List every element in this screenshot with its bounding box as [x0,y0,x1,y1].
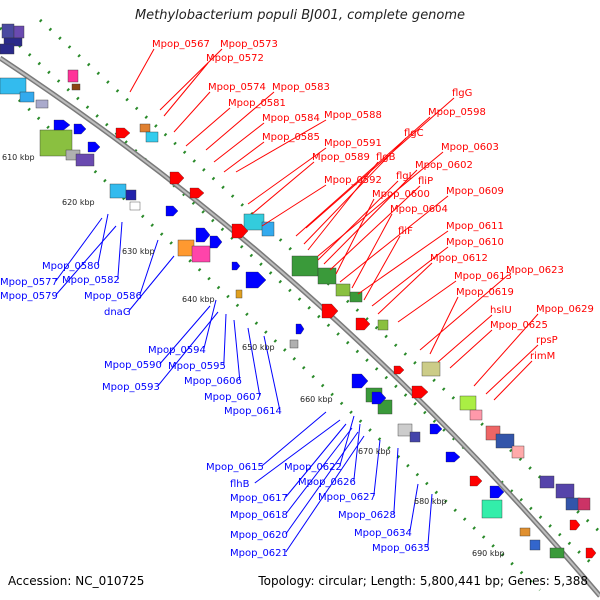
reverse-gene-label: Mpop_0586 [84,291,142,302]
forward-gene-label: Mpop_0625 [490,320,548,331]
gene-features [0,23,597,559]
kbp-tick-label: 620 kbp [62,198,95,207]
forward-gene-label: rpsP [536,335,558,346]
reverse-gene-label: Mpop_0614 [224,406,282,417]
forward-gene-label: fliF [398,226,413,237]
forward-gene-label: Mpop_0592 [324,175,382,186]
reverse-gene-label: Mpop_0634 [354,528,412,539]
reverse-gene-label: Mpop_0580 [42,261,100,272]
reverse-gene-label: Mpop_0627 [318,492,376,503]
reverse-gene-label: Mpop_0594 [148,345,206,356]
forward-gene-label: Mpop_0598 [428,107,486,118]
forward-gene-label: Mpop_0567 [152,39,210,50]
reverse-gene-label: flhB [230,479,250,490]
forward-gene-label: Mpop_0589 [312,152,370,163]
reverse-gene-label: dnaG [104,307,131,318]
forward-gene-label: fliP [418,176,433,187]
map-title: Methylobacterium populi BJ001, complete … [134,8,466,23]
forward-gene-label: Mpop_0600 [372,189,430,200]
forward-gene-label: flgB [376,152,396,163]
reverse-gene-label: Mpop_0593 [102,382,160,393]
reverse-gene-label: Mpop_0615 [206,462,264,473]
reverse-gene-label: Mpop_0595 [168,361,226,372]
forward-gene-label: flgC [404,128,424,139]
forward-gene-label: Mpop_0602 [415,160,473,171]
forward-gene-label: Mpop_0572 [206,53,264,64]
kbp-tick-label: 650 kbp [242,343,275,352]
reverse-gene-label: Mpop_0635 [372,543,430,554]
forward-gene-label: Mpop_0629 [536,304,594,315]
forward-gene-label: Mpop_0603 [441,142,499,153]
reverse-gene-label: Mpop_0618 [230,510,288,521]
reverse-gene-label: Mpop_0579 [0,291,58,302]
reverse-gene-label: Mpop_0607 [204,392,262,403]
forward-gene-label: Mpop_0609 [446,186,504,197]
forward-gene-label: Mpop_0584 [262,113,320,124]
kbp-tick-label: 610 kbp [2,153,35,162]
forward-gene-label: Mpop_0591 [324,138,382,149]
kbp-tick-label: 670 kbp [358,447,391,456]
forward-gene-label: Mpop_0583 [272,82,330,93]
label-leaders [55,48,539,553]
genome-summary: Topology: circular; Length: 5,800,441 bp… [258,574,588,588]
reverse-gene-label: Mpop_0606 [184,376,242,387]
reverse-gene-label: Mpop_0628 [338,510,396,521]
reverse-gene-label: Mpop_0620 [230,530,288,541]
forward-gene-label: rimM [530,351,555,362]
forward-gene-label: Mpop_0619 [456,287,514,298]
forward-gene-label: Mpop_0585 [262,132,320,143]
reverse-gene-label: Mpop_0577 [0,277,58,288]
forward-gene-label: flgI [396,171,412,182]
reverse-gene-label: Mpop_0590 [104,360,162,371]
reverse-gene-label: Mpop_0582 [62,275,120,286]
kbp-tick-label: 690 kbp [472,549,505,558]
forward-gene-label: Mpop_0623 [506,265,564,276]
accession-text: Accession: NC_010725 [8,574,145,588]
reverse-gene-label: Mpop_0621 [230,548,288,559]
forward-gene-label: hslU [490,305,512,316]
forward-gene-label: Mpop_0612 [430,253,488,264]
kbp-tick-label: 680 kbp [414,497,447,506]
forward-gene-label: Mpop_0573 [220,39,278,50]
kbp-tick-label: 660 kbp [300,395,333,404]
kbp-tick-label: 640 kbp [182,295,215,304]
backbone-highlight [0,57,600,597]
forward-gene-label: Mpop_0588 [324,110,382,121]
forward-gene-label: Mpop_0574 [208,82,266,93]
forward-gene-label: flgG [452,88,472,99]
kbp-tick-label: 630 kbp [122,247,155,256]
reverse-gene-label: Mpop_0626 [298,477,356,488]
forward-gene-label: Mpop_0610 [446,237,504,248]
forward-gene-label: Mpop_0581 [228,98,286,109]
forward-gene-label: Mpop_0604 [390,204,448,215]
reverse-gene-label: Mpop_0622 [284,462,342,473]
forward-gene-label: Mpop_0611 [446,221,504,232]
reverse-gene-label: Mpop_0617 [230,493,288,504]
kbp-ticks: 610 kbp 620 kbp 630 kbp 640 kbp 650 kbp 660 k… [2,153,505,558]
forward-gene-label: Mpop_0613 [454,271,512,282]
